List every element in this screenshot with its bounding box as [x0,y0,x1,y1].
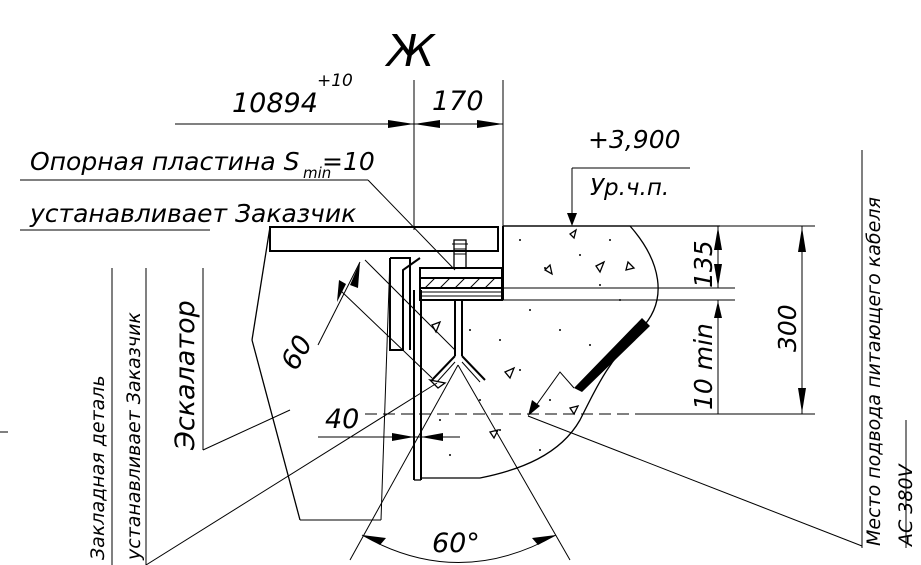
dim-60-leg-value: 60 [275,330,319,375]
customer-installs-label: устанавливает Заказчик [29,199,356,228]
support-plate-label: Опорная пластина S min =10 устанавливает… [20,147,456,271]
concrete-fill-marks [431,228,636,456]
dimension-300: 300 [645,225,815,415]
dim-170-value: 170 [432,86,484,117]
shim-hatching [424,277,496,289]
plate-label-sub: min [303,164,331,182]
cable-bolt-icon [574,318,650,392]
embedded-part-text: Закладная деталь [87,375,109,560]
dim-10894-tolerance: +10 [317,71,353,91]
angle-60-value: 60° [432,528,480,559]
escalator-label: Эскалатор [170,300,201,451]
angle-60-dimension: 60° [349,364,571,563]
level-mark: +3,900 Ур.ч.п. [567,125,690,226]
dimension-10894: 10894 +10 [175,71,414,128]
level-label: Ур.ч.п. [590,175,669,201]
plate-label-suffix: =10 [322,147,375,176]
dimension-10min: 10 min [503,299,735,414]
dim-300-value: 300 [773,304,802,352]
level-value: +3,900 [588,125,681,154]
dim-135-value: 135 [689,240,718,288]
embedded-part-label: Закладная деталь устанавливает Заказчик [87,268,438,565]
cable-place-text: Место подвода питающего кабеля [863,197,885,546]
dim-10894-value: 10894 [232,88,318,119]
escalator-outline: Эскалатор [0,226,391,521]
cable-voltage-text: AC 380V [895,462,917,548]
dimension-40: 40 [318,404,460,441]
embedded-customer-text: устанавливает Заказчик [123,312,145,561]
dim-10min-value: 10 min [689,323,718,410]
concrete-section [421,225,659,479]
floor-structure [269,225,720,481]
dim-40-value: 40 [325,404,359,435]
cable-place-label: Место подвода питающего кабеля AC 380V [527,150,917,548]
dimension-135: 135 [503,225,735,289]
plate-label-prefix: Опорная пластина S [30,147,300,176]
view-label: Ж [384,26,436,77]
dimension-170: 170 [413,80,504,230]
